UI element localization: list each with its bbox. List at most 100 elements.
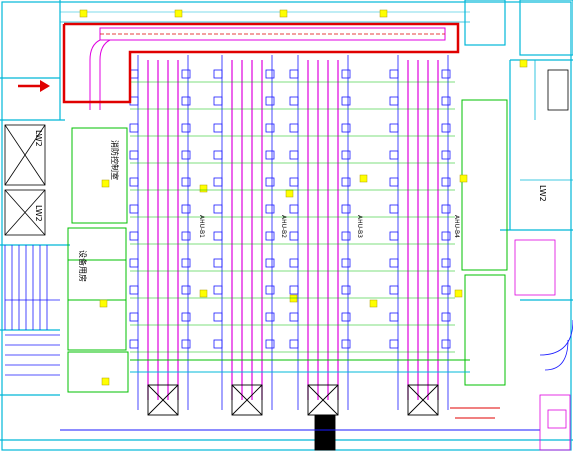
diffuser-box (181, 96, 191, 106)
diffuser-box (289, 312, 299, 322)
label-zone-1: AHU-B1 (198, 215, 205, 238)
diffuser-box (441, 231, 451, 241)
label-room-left-mid: 设备用房 (78, 250, 88, 282)
fixture-square (359, 174, 368, 183)
diffuser-box (181, 339, 191, 349)
diffuser-box (441, 339, 451, 349)
diffuser-box (389, 150, 399, 160)
bottom-section (60, 359, 540, 451)
diffuser-box (213, 69, 223, 79)
fixture-square (279, 9, 288, 18)
label-elevator-b: LW2 (34, 205, 43, 222)
diffuser-box (265, 231, 275, 241)
diffuser-box (213, 339, 223, 349)
diffuser-box (341, 258, 351, 268)
diffuser-grid (129, 69, 451, 349)
diffuser-box (181, 231, 191, 241)
diffuser-box (341, 150, 351, 160)
diffuser-box (441, 96, 451, 106)
diffuser-box (389, 312, 399, 322)
diffuser-box (289, 285, 299, 295)
diffuser-box (441, 204, 451, 214)
diffuser-box (265, 123, 275, 133)
diffuser-box (265, 258, 275, 268)
diffuser-box (129, 258, 139, 268)
diffuser-box (213, 285, 223, 295)
diffuser-box (441, 150, 451, 160)
diffuser-box (441, 123, 451, 133)
diffuser-box (341, 96, 351, 106)
diffuser-box (389, 231, 399, 241)
diffuser-box (181, 123, 191, 133)
diffuser-box (389, 258, 399, 268)
diffuser-box (265, 285, 275, 295)
diffuser-box (181, 204, 191, 214)
diffuser-box (181, 285, 191, 295)
diffuser-box (289, 177, 299, 187)
label-room-left-top: 消防控制室 (110, 140, 120, 180)
diffuser-box (289, 231, 299, 241)
diffuser-box (265, 69, 275, 79)
fixture-square (79, 9, 88, 18)
fixture-square (199, 184, 208, 193)
diffuser-box (389, 96, 399, 106)
diffuser-box (129, 204, 139, 214)
fixture-square (101, 377, 110, 386)
diffuser-box (129, 231, 139, 241)
fixture-square (174, 9, 183, 18)
diffuser-box (389, 285, 399, 295)
red-highlight-callout (62, 22, 460, 104)
diffuser-box (289, 258, 299, 268)
diffuser-box (289, 339, 299, 349)
diffuser-box (129, 123, 139, 133)
fixture-square (519, 59, 528, 68)
diffuser-box (181, 177, 191, 187)
fixture-square (199, 289, 208, 298)
fixture-square (454, 289, 463, 298)
left-parking-stalls (4, 245, 60, 376)
diffuser-box (341, 204, 351, 214)
diffuser-box (129, 177, 139, 187)
diffuser-box (389, 123, 399, 133)
fixture-square (285, 189, 294, 198)
branch-ducts (130, 81, 455, 353)
diffuser-box (389, 204, 399, 214)
diffuser-box (265, 312, 275, 322)
diffuser-box (441, 258, 451, 268)
text-labels: 消防控制室 设备用房 LW2 LW2 AHU-B1 AHU-B2 AHU-B3 … (34, 130, 547, 282)
diffuser-box (389, 69, 399, 79)
fixture-square (459, 174, 468, 183)
diffuser-box (389, 177, 399, 187)
fixture-square (289, 294, 298, 303)
diffuser-box (213, 123, 223, 133)
diffuser-box (213, 312, 223, 322)
diffuser-box (213, 231, 223, 241)
diffuser-box (441, 285, 451, 295)
diffuser-box (289, 69, 299, 79)
diffuser-box (213, 150, 223, 160)
diffuser-box (289, 96, 299, 106)
diffuser-box (213, 258, 223, 268)
diffuser-box (181, 312, 191, 322)
diffuser-box (181, 150, 191, 160)
diffuser-box (213, 177, 223, 187)
diffuser-box (265, 177, 275, 187)
diffuser-box (265, 150, 275, 160)
diffuser-box (129, 285, 139, 295)
diffuser-box (289, 123, 299, 133)
diffuser-box (265, 204, 275, 214)
fixture-square (369, 299, 378, 308)
diffuser-box (389, 339, 399, 349)
diffuser-box (341, 231, 351, 241)
fixture-square (99, 299, 108, 308)
diffuser-box (441, 312, 451, 322)
left-rooms (67, 99, 508, 393)
label-zone-4: AHU-B4 (453, 215, 460, 238)
diffuser-box (181, 258, 191, 268)
diffuser-box (265, 339, 275, 349)
diffuser-box (341, 312, 351, 322)
diffuser-box (265, 96, 275, 106)
